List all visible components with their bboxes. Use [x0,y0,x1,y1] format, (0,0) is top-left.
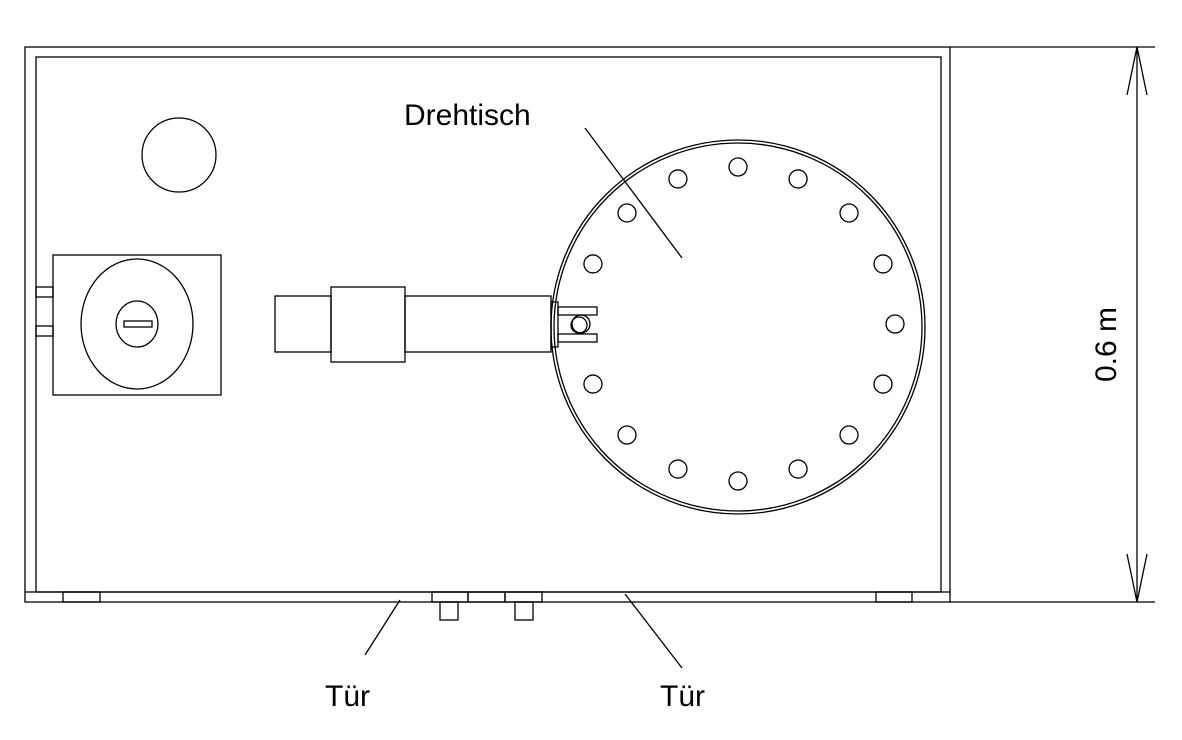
turntable-inner [553,142,923,512]
height-dimension: 0.6 m [950,46,1155,603]
arm-shaft [404,295,552,353]
turntable [550,139,926,515]
turntable-hole [571,314,591,334]
door-handle [439,601,459,621]
door-left-label: Tür [325,680,370,713]
arm-motor [274,295,332,353]
door-left-leader-line [364,599,401,656]
mount-tab [35,286,54,298]
arrowhead-top-icon [1126,46,1148,96]
lock-knob [115,300,159,348]
turntable-hole [839,425,859,445]
door-right-label: Tür [660,680,705,713]
lock-dial [80,258,194,390]
turntable-hole [873,254,893,274]
turntable-hole [788,459,808,479]
turntable-hole [873,374,893,394]
robot-arm [274,286,598,363]
lock-unit [35,254,222,396]
turntable-hole [728,157,748,177]
turntable-hole [668,459,688,479]
enclosure [24,46,951,621]
turntable-holes [571,157,905,491]
turntable-hole [583,374,603,394]
turntable-hole [668,169,688,189]
round-object [141,117,217,193]
turntable-hole [885,314,905,334]
gripper-finger [557,333,598,343]
door-handle-block [467,591,506,603]
turntable-leader-line [584,127,683,259]
turntable-hole [583,254,603,274]
turntable-hole [617,203,637,223]
gripper-finger [557,306,598,316]
turntable-hole [728,471,748,491]
door-right-leader-line [624,593,683,669]
door-handle-block [431,591,469,603]
door-handle-block [504,591,543,603]
arrowhead-bottom-icon [1126,553,1148,603]
arm-joint [330,286,406,363]
door-foot-right [875,591,913,603]
turntable-hole [788,169,808,189]
mount-tab [35,325,54,337]
turntable-label: Drehtisch [404,99,531,132]
key-slot [123,320,153,328]
turntable-hole [617,425,637,445]
dimension-label: 0.6 m [1090,307,1123,382]
enclosure-inner-wall [35,56,942,593]
lock-housing [52,254,222,396]
turntable-hole [839,203,859,223]
door-foot-left [62,591,101,603]
turntable-outer [550,139,926,515]
door-handle [514,601,534,621]
